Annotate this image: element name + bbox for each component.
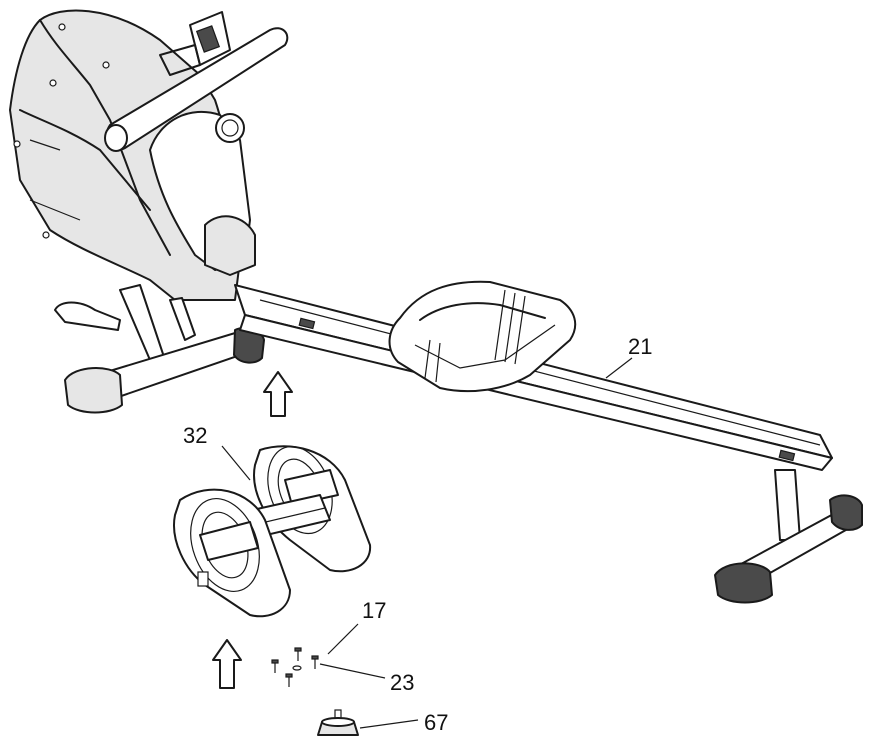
part-label-21: 21 bbox=[628, 334, 652, 359]
bolts-and-washers bbox=[271, 647, 319, 687]
leader-67 bbox=[359, 719, 419, 729]
seat bbox=[388, 280, 577, 393]
front-stabilizer bbox=[54, 284, 265, 414]
part-label-32: 32 bbox=[183, 423, 207, 448]
monitor bbox=[159, 11, 231, 76]
bolt-icon bbox=[271, 659, 279, 673]
leader-23 bbox=[319, 663, 386, 679]
up-arrow-lower bbox=[212, 639, 242, 689]
part-label-67: 67 bbox=[424, 710, 448, 735]
leader-21 bbox=[605, 357, 633, 379]
part-label-17: 17 bbox=[362, 598, 386, 623]
handle-bar bbox=[104, 27, 289, 152]
footrest-assembly bbox=[173, 445, 372, 618]
leader-32 bbox=[221, 445, 251, 481]
bolt-icon bbox=[294, 647, 302, 661]
bolt-icon bbox=[311, 655, 319, 669]
bolt-icon bbox=[285, 673, 293, 687]
up-arrow-upper bbox=[263, 371, 293, 417]
leader-17 bbox=[327, 623, 359, 655]
washer-icon bbox=[292, 665, 302, 671]
rear-stabilizer bbox=[714, 469, 863, 604]
part-label-23: 23 bbox=[390, 670, 414, 695]
leveler-foot bbox=[317, 709, 359, 736]
leader-lines bbox=[221, 357, 633, 729]
